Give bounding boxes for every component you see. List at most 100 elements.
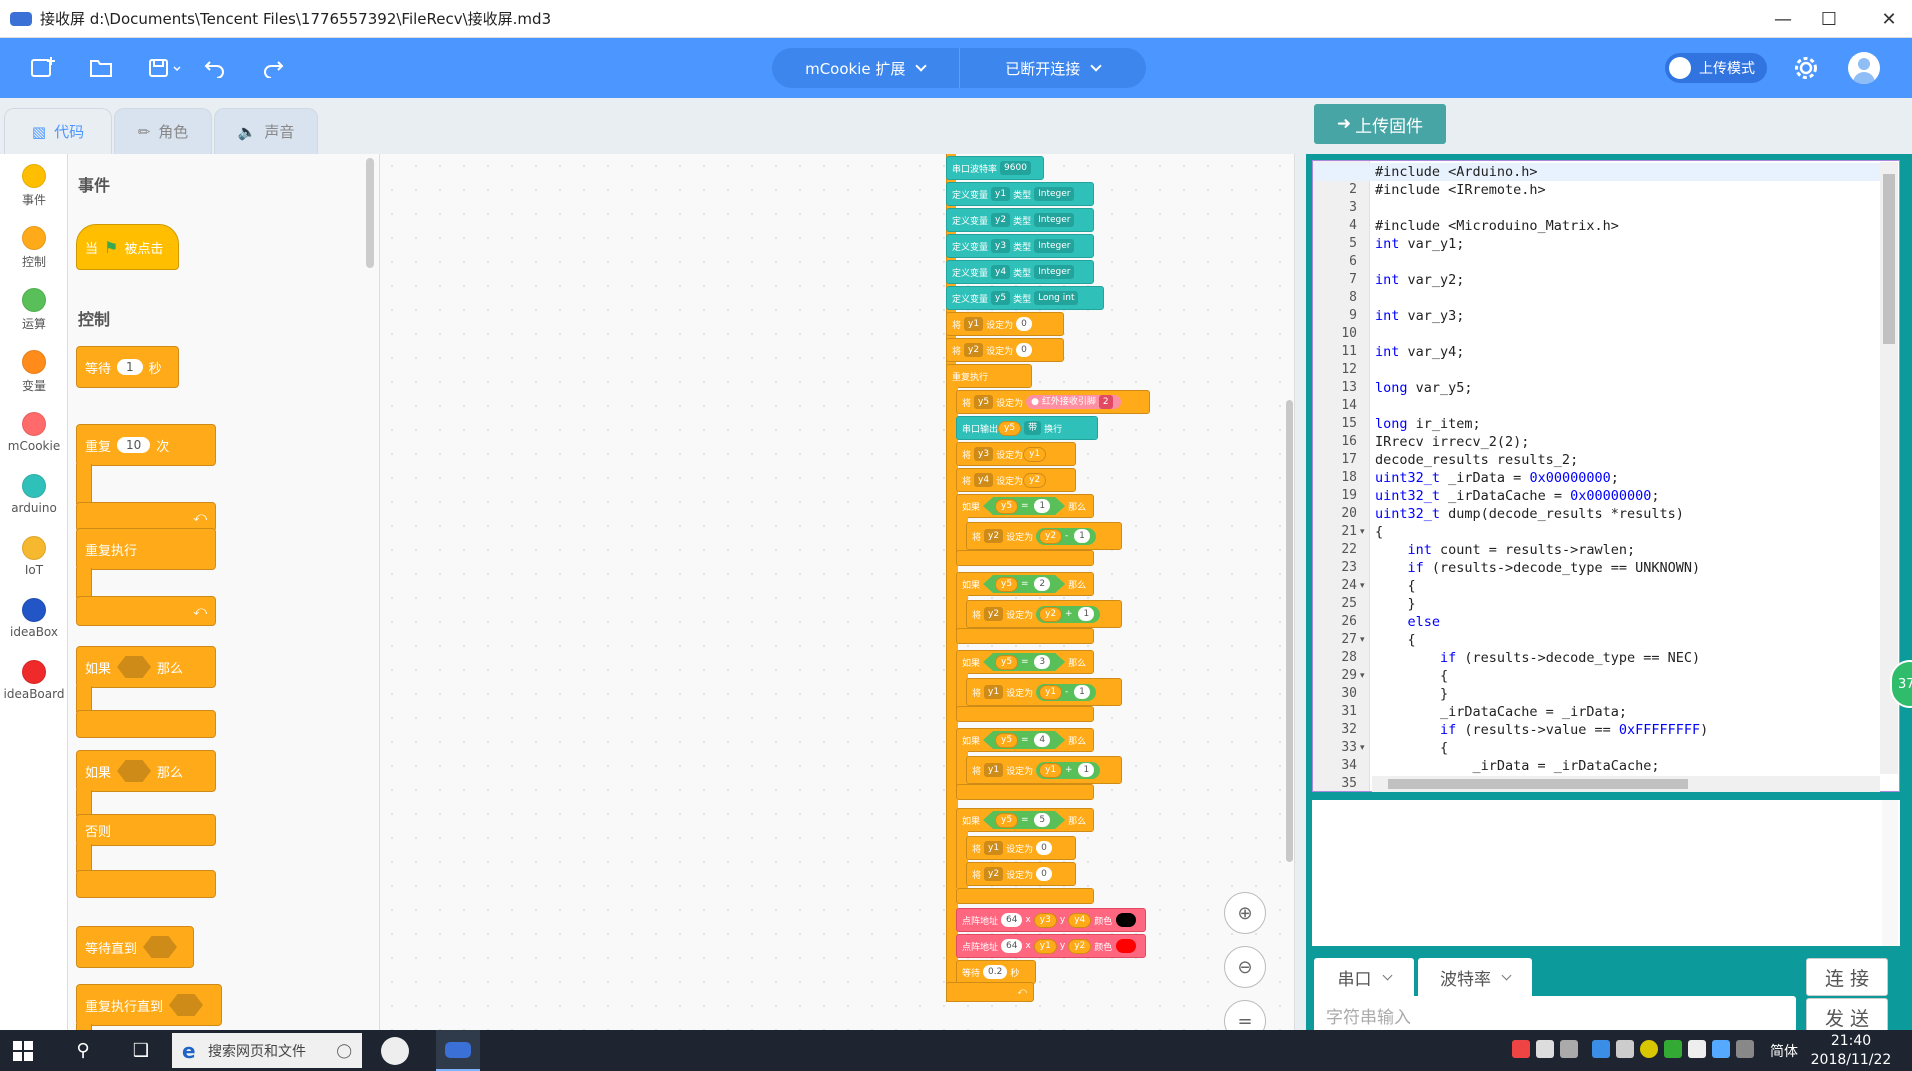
baud-rate-select[interactable]: 波特率 [1418,958,1532,996]
workspace-scrollbar[interactable] [1286,400,1293,862]
zoom-out-button[interactable]: ⊖ [1224,946,1266,988]
tab-sound[interactable]: 🔈声音 [214,108,318,154]
condition-slot[interactable] [169,994,204,1016]
wait-value-input[interactable]: 1 [117,359,143,375]
category-mcookie[interactable]: mCookie [0,404,68,464]
palette-scrollbar[interactable] [366,158,374,268]
zoom-in-button[interactable]: ⊕ [1224,892,1266,934]
wifi-icon[interactable] [1616,1040,1634,1058]
fold-arrow-icon[interactable]: ▾ [1360,527,1365,537]
category-iot[interactable]: IoT [0,528,68,588]
ime-indicator[interactable]: 简体 [1770,1044,1798,1060]
fold-arrow-icon[interactable]: ▾ [1360,743,1365,753]
device-select[interactable]: mCookie 扩展 [772,48,959,88]
serial-port-select[interactable]: 串口 [1314,958,1414,996]
repeat-count-input[interactable]: 10 [117,437,151,453]
tray-icon-2[interactable] [1536,1040,1554,1058]
tray-icon-1[interactable] [1512,1040,1530,1058]
serial-input[interactable]: 字符串输入 [1314,996,1796,1034]
tray-icon-7[interactable] [1664,1040,1682,1058]
color-swatch[interactable] [1116,939,1137,953]
category-arduino[interactable]: arduino [0,466,68,526]
tray-icon-10[interactable] [1736,1040,1754,1058]
color-swatch[interactable] [1116,913,1137,927]
search-button[interactable]: ⚲ [66,1030,100,1071]
editor-horizontal-scrollbar[interactable] [1372,776,1880,792]
connection-select[interactable]: 已断开连接 [958,48,1147,88]
minimize-button[interactable]: — [1774,8,1792,30]
forever-block[interactable]: 重复执行 ⤺ [76,528,216,626]
undo-button[interactable] [198,52,232,84]
windows-start-button[interactable] [6,1030,40,1071]
taskbar-app-1[interactable] [378,1030,412,1071]
fold-arrow-icon[interactable]: ▾ [1360,581,1365,591]
tray-icon-6[interactable] [1640,1040,1658,1058]
when-flag-clicked-block[interactable]: 当 ⚑ 被点击 [76,224,179,270]
category-ideaboard[interactable]: ideaBoard [0,652,68,712]
category-变量[interactable]: 变量 [0,342,68,402]
edge-badge[interactable]: 37 [1890,660,1912,708]
condition-slot[interactable] [117,760,152,782]
wait-until-block[interactable]: 等待直到 [76,926,194,968]
condition-slot[interactable] [117,656,152,678]
bluetooth-icon[interactable] [1712,1040,1730,1058]
volume-icon[interactable] [1560,1040,1578,1058]
editor-vertical-scrollbar[interactable] [1880,162,1898,774]
repeat-until-block[interactable]: 重复执行直到 [76,984,222,1030]
category-事件[interactable]: 事件 [0,156,68,216]
condition-slot[interactable] [143,936,178,958]
tab-character[interactable]: ✏角色 [114,108,212,154]
tab-code[interactable]: ▧代码 [4,108,112,154]
code-editor[interactable]: 123456789101112131415161718192021▾222324… [1312,160,1900,792]
fold-arrow-icon[interactable]: ▾ [1360,671,1365,681]
category-ideabox[interactable]: ideaBox [0,590,68,650]
new-project-button[interactable] [26,52,60,84]
connect-button[interactable]: 连 接 [1806,958,1888,996]
avatar[interactable] [1848,52,1880,84]
battery-icon[interactable] [1688,1040,1706,1058]
if-else-block[interactable]: 如果那么 否则 [76,750,216,898]
open-folder-button[interactable] [84,52,118,84]
save-button[interactable] [142,52,188,84]
category-控制[interactable]: 控制 [0,218,68,278]
if-then-block[interactable]: 如果那么 [76,646,216,738]
tray-icon-4[interactable] [1592,1040,1610,1058]
zoom-reset-button[interactable]: = [1224,1000,1266,1030]
maximize-button[interactable]: ☐ [1820,8,1838,30]
upload-mode-toggle[interactable]: 上传模式 [1665,53,1767,83]
redo-button[interactable] [256,52,290,84]
forever-script-block[interactable]: 重复执行 [946,364,1032,388]
category-运算[interactable]: 运算 [0,280,68,340]
task-view-button[interactable]: ❑ [124,1030,158,1071]
